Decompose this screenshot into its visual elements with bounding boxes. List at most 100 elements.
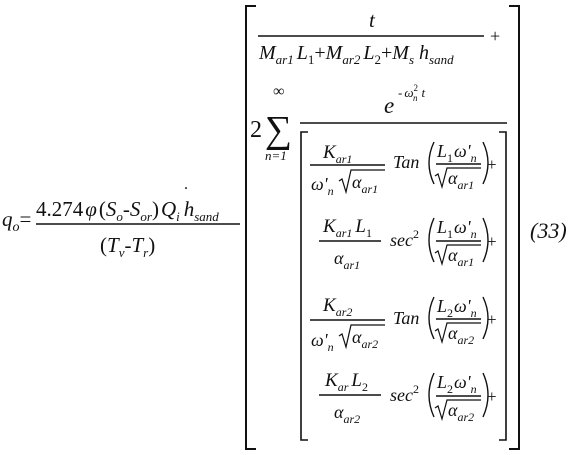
prefactor-coefficient: 4.274 <box>36 197 84 221</box>
row3-omega-sub: n <box>328 340 334 354</box>
row3-numerator: Kar2 <box>322 295 352 319</box>
row3-arg-l: L <box>436 296 447 316</box>
row1-omega: ω' <box>311 174 329 194</box>
row4-plus: + <box>487 387 497 406</box>
row4-denominator: αar2 <box>334 402 360 426</box>
row2-arg-l: L <box>436 217 447 237</box>
row3-k: K <box>322 295 337 316</box>
row4-l-sub: 2 <box>362 380 368 394</box>
row2-arg-omega-sub: n <box>471 227 477 241</box>
row1-arg-alpha: α <box>448 168 458 188</box>
q-dot-symbol: Q <box>161 197 176 221</box>
sum-lower-limit: n=1 <box>265 148 287 163</box>
row1-alpha-term: αar1 <box>352 172 378 196</box>
row2-plus: + <box>487 232 497 251</box>
row3-plus: + <box>487 310 497 329</box>
row3-arg-omega: ω' <box>454 296 472 316</box>
lhs-symbol: q <box>2 207 13 231</box>
row2-l: L <box>354 216 366 237</box>
den-minus: - <box>124 233 131 257</box>
q-dot-accent: ˙ <box>183 183 189 203</box>
row4-func-power: 2 <box>413 382 419 396</box>
row2-arg-alpha: α <box>448 245 458 265</box>
row1-k-sub: ar1 <box>336 152 353 166</box>
row2-k: K <box>322 216 337 237</box>
exponent-square: 2 <box>414 83 419 93</box>
t-sub-v: v <box>119 245 125 260</box>
row1-alpha: α <box>352 172 362 192</box>
row1-denominator: ω'n <box>311 174 334 198</box>
t-symbol-2: T <box>131 233 144 257</box>
row1-arg-omega: ω' <box>454 141 472 161</box>
row2-alpha-sub: ar1 <box>343 258 360 272</box>
q-sub-i: i <box>176 209 180 224</box>
row1-arg-omega-sub: n <box>471 151 477 165</box>
m-symbol-3: M <box>391 42 410 64</box>
row4-arg-omega: ω' <box>454 372 472 392</box>
row3-denominator: ω'n <box>311 330 334 354</box>
h-symbol-2: h <box>419 42 429 64</box>
sum-coefficient: 2 <box>250 117 262 143</box>
row2-arg-alpha-term: αar1 <box>448 245 474 269</box>
row3-arg-numerator: L2ω'n <box>436 296 477 320</box>
m-sub-s: s <box>409 52 414 67</box>
row4-k: K <box>324 370 339 391</box>
h-sub-sand-2: sand <box>429 52 454 67</box>
t-sub-r: r <box>143 245 149 260</box>
row1-arg-alpha-term: αar1 <box>448 168 474 192</box>
open-paren: ( <box>99 197 106 221</box>
row4-arg-l-sub: 2 <box>447 382 453 396</box>
row3-k-sub: ar2 <box>336 305 353 319</box>
s-sub-o: o <box>116 209 123 224</box>
row1-arg-l-sub: 1 <box>447 151 453 165</box>
s-symbol-2: S <box>130 197 141 221</box>
row3-arg-alpha-sub: ar2 <box>457 333 474 347</box>
den-close-paren: ) <box>148 233 155 257</box>
row3-omega: ω' <box>311 330 329 350</box>
h-sub-sand: sand <box>194 209 219 224</box>
plus-sign-2: + <box>381 42 392 64</box>
m-sub-ar2: ar2 <box>342 52 361 67</box>
row4-arg-numerator: L2ω'n <box>436 372 477 396</box>
close-paren: ) <box>152 197 159 221</box>
row1-k: K <box>322 142 337 163</box>
row1-function: Tan <box>393 152 419 172</box>
outer-left-bracket <box>245 5 256 450</box>
m-sub-ar1: ar1 <box>276 52 294 67</box>
lhs-equals: = <box>20 207 32 231</box>
row2-func-name: sec <box>390 230 413 250</box>
summation: 2 ∑ ∞ n=1 <box>250 83 292 163</box>
row2-denominator: αar1 <box>334 248 360 272</box>
row1-omega-sub: n <box>328 184 334 198</box>
row4-alpha: α <box>334 402 344 422</box>
row3-alpha: α <box>352 327 362 347</box>
exponent-n: n <box>413 93 418 103</box>
e-symbol: e <box>384 93 394 118</box>
prefactor-denominator: (Tv-Tr) <box>100 233 155 260</box>
row3-arg-l-sub: 2 <box>447 306 453 320</box>
svg-text:qo=: qo= <box>2 207 31 235</box>
row2-alpha: α <box>334 248 344 268</box>
sum-upper-limit: ∞ <box>273 83 284 100</box>
row3-arg-alpha: α <box>448 323 458 343</box>
row2-arg-l-sub: 1 <box>447 227 453 241</box>
row2-func-power: 2 <box>413 227 419 241</box>
den-open-paren: ( <box>100 233 107 257</box>
denominator-row-1: Kar1 ω'n αar1 Tan L1ω'n αar1 + <box>310 141 497 198</box>
m-symbol: M <box>258 42 277 64</box>
equation-number: (33) <box>530 218 567 243</box>
exponent-omega: ω <box>404 85 413 100</box>
s-symbol: S <box>106 197 117 221</box>
row4-l: L <box>350 370 362 391</box>
l-sub-2: 2 <box>375 52 382 67</box>
row1-arg-numerator: L1ω'n <box>436 141 477 165</box>
row1-numerator: Kar1 <box>322 142 352 166</box>
row4-function: sec2 <box>390 382 419 405</box>
row3-alpha-sub: ar2 <box>361 337 378 351</box>
row2-arg-alpha-sub: ar1 <box>457 255 474 269</box>
